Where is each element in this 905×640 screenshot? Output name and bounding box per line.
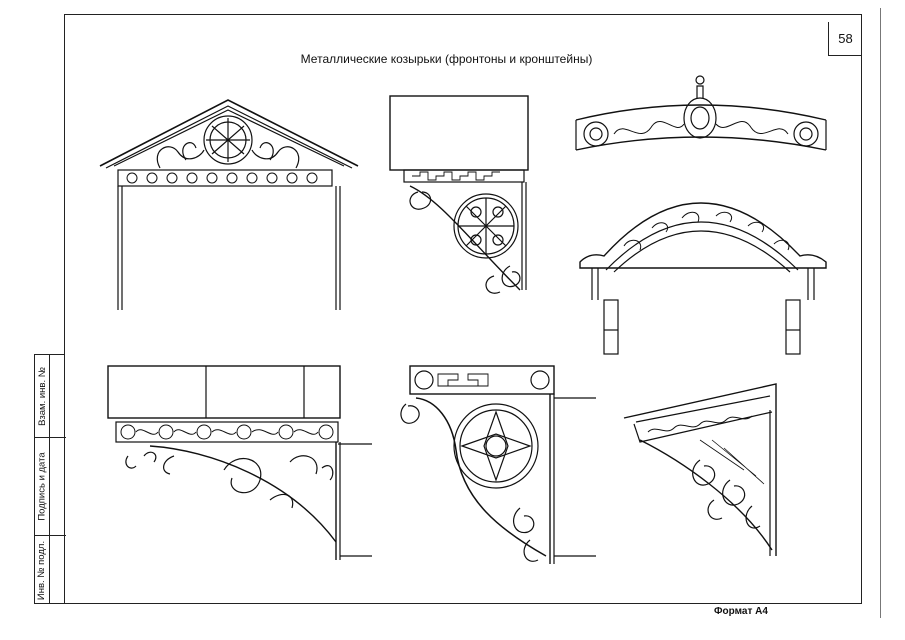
stamp-line [35, 437, 66, 438]
stamp-strip: Инв. № подл. Подпись и дата Взам. инв. № [34, 354, 66, 604]
frame-edge-line [880, 8, 881, 618]
gable-canopy-icon [99, 99, 359, 310]
arched-rail-icon [575, 75, 827, 151]
format-label: Формат А4 [714, 606, 768, 617]
page-number: 58 [828, 22, 862, 56]
triangular-bracket-icon [623, 383, 777, 556]
bracket-scroll-icon [389, 95, 529, 294]
page-number-text: 58 [838, 31, 853, 46]
large-bracket-icon [400, 365, 596, 564]
arched-canopy-icon [579, 202, 827, 355]
stamp-divider [49, 355, 50, 603]
drawing-frame [64, 14, 862, 604]
stamp-line [35, 535, 66, 536]
page-title: Металлические козырьки (фронтоны и кронш… [0, 52, 905, 66]
flat-canopy-icon [107, 365, 372, 560]
page-title-text: Металлические козырьки (фронтоны и кронш… [300, 52, 593, 66]
